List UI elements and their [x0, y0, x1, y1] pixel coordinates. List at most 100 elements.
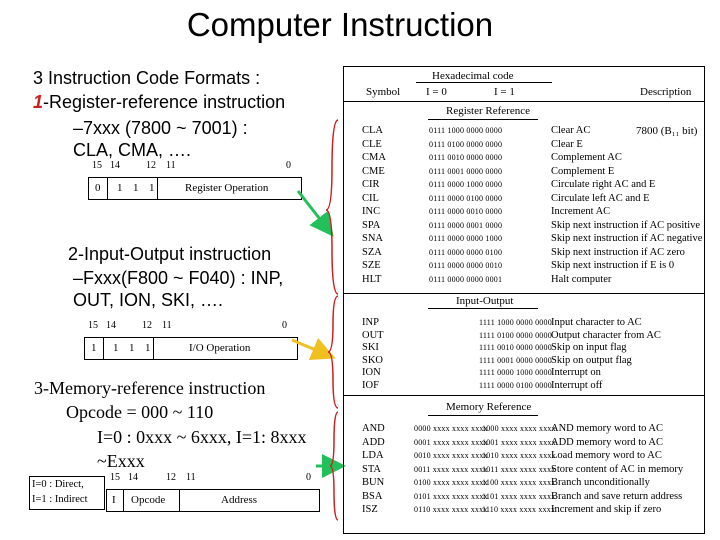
register-arrow: [296, 190, 334, 237]
row-symbol: CLA: [362, 125, 383, 136]
row-code: 0111 0001 0000 0000: [429, 166, 503, 176]
row-description: Increment and skip if zero: [551, 504, 662, 515]
io-format-diagram: 15 14 12 11 0 1 1 1 1 I/O Operation: [84, 320, 298, 360]
row-symbol: BUN: [362, 477, 385, 488]
row-symbol: CIR: [362, 179, 380, 190]
memory-indirect-bit: I: [112, 494, 116, 506]
row-code: 0111 0000 0000 0001: [429, 274, 503, 284]
register-format-diagram: 15 14 12 11 0 0 1 1 1 Register Operation: [88, 160, 302, 200]
bit-label-14: 14: [110, 160, 120, 171]
io-format-box: 1 1 1 1 I/O Operation: [84, 337, 298, 360]
row-description: Circulate left AC and E: [551, 192, 650, 204]
row-code: 0111 0010 0000 0000: [429, 153, 503, 162]
row-symbol: OUT: [362, 329, 384, 341]
row-symbol: SZE: [362, 260, 381, 271]
row-description: Skip next instruction if AC zero: [551, 246, 685, 258]
io-bit-14: 1: [113, 342, 119, 354]
io-bit-12: 1: [145, 342, 151, 354]
row-description: Interrupt off: [551, 379, 603, 391]
bit-label-14: 14: [128, 472, 138, 483]
register-bit-13: 1: [133, 182, 139, 194]
row-code-i0: 0100 xxxx xxxx xxxx: [414, 478, 488, 487]
i0-header: I = 0: [426, 86, 447, 98]
row-description: Skip next instruction if AC positive: [551, 219, 701, 231]
bit-label-11: 11: [166, 160, 176, 171]
row-description: Input character to AC: [551, 317, 642, 328]
row-symbol: CIL: [362, 192, 379, 204]
row-code-i1: 1100 xxxx xxxx xxxx: [482, 478, 556, 487]
row-symbol: BSA: [362, 490, 383, 502]
row-code: 1111 1000 0000 0000: [479, 318, 552, 327]
symbol-header: Symbol: [366, 86, 401, 98]
direct-note: I=0 : Direct,: [32, 479, 84, 490]
row-code: 0111 0000 0000 0100: [429, 247, 503, 257]
io-arrow: [291, 337, 336, 361]
indirect-note-box: I=0 : Direct, I=1 : Indirect: [29, 476, 105, 510]
bit-label-0: 0: [286, 160, 291, 171]
row-description: Skip next instruction if E is 0: [551, 260, 675, 271]
intro-text: 3 Instruction Code Formats :: [33, 68, 261, 88]
hex-code-header: Hexadecimal code: [432, 70, 514, 82]
io-operation-field: I/O Operation: [189, 342, 251, 354]
row-code-i1: 1001 xxxx xxxx xxxx: [482, 437, 556, 447]
bit-label-12: 12: [146, 160, 156, 171]
row-code-i0: 0000 xxxx xxxx xxxx: [414, 424, 488, 433]
row-symbol: IOF: [362, 379, 379, 391]
bit-label-12: 12: [166, 472, 176, 483]
memory-heading: 3-Memory-reference instruction: [34, 378, 266, 398]
row-code-i0: 0110 xxxx xxxx xxxx: [414, 505, 488, 514]
row-code-i1: 1110 xxxx xxxx xxxx: [482, 505, 556, 514]
memory-format-box: I Opcode Address: [106, 489, 320, 512]
row-description: Halt computer: [551, 273, 612, 285]
row-description: Branch and save return address: [551, 490, 683, 502]
register-bit-14: 1: [117, 182, 123, 194]
row-code: 1111 0001 0000 0000: [479, 355, 552, 365]
memory-address-field: Address: [221, 494, 258, 506]
io-brace: [327, 295, 339, 409]
row-description: Skip next instruction if AC negative: [551, 233, 703, 244]
register-format-box: 0 1 1 1 Register Operation: [88, 177, 302, 200]
row-description: Skip on input flag: [551, 342, 627, 353]
instruction-table: Hexadecimal code Symbol I = 0 I = 1 Desc…: [343, 66, 705, 534]
row-symbol: INC: [362, 206, 381, 217]
row-description: Circulate right AC and E: [551, 179, 656, 190]
row-code: 0111 0000 1000 0000: [429, 180, 503, 189]
register-operation-field: Register Operation: [185, 182, 269, 194]
row-symbol: ISZ: [362, 504, 378, 515]
memory-i-values: I=0 : 0xxx ~ 6xxx, I=1: 8xxx: [97, 427, 307, 447]
row-description: Load memory word to AC: [551, 450, 662, 461]
row-code: 0111 1000 0000 0000: [429, 126, 503, 135]
io-range: –Fxxx(F800 ~ F040) : INP,: [73, 268, 284, 288]
row-symbol: CMA: [362, 152, 386, 163]
register-brace: [325, 119, 339, 295]
memory-brace: [329, 411, 339, 521]
register-heading-text: -Register-reference instruction: [43, 92, 286, 112]
bit-label-12: 12: [142, 320, 152, 331]
row-symbol: LDA: [362, 450, 384, 461]
row-code: 0111 0000 0000 1000: [429, 234, 503, 243]
memory-i-values-cont: ~Exxx: [97, 451, 145, 471]
io-examples: OUT, ION, SKI, ….: [73, 290, 224, 310]
table-row: SNA 0111 0000 0000 1000 Skip next instruct…: [344, 233, 704, 244]
row-code: 0111 0000 0010 0000: [429, 207, 503, 216]
row-symbol: SNA: [362, 233, 384, 244]
register-heading: 1-Register-reference instruction: [33, 92, 285, 113]
memory-format-diagram: 15 14 12 11 0 I Opcode Address: [106, 472, 320, 512]
row-description: Interrupt on: [551, 367, 601, 378]
